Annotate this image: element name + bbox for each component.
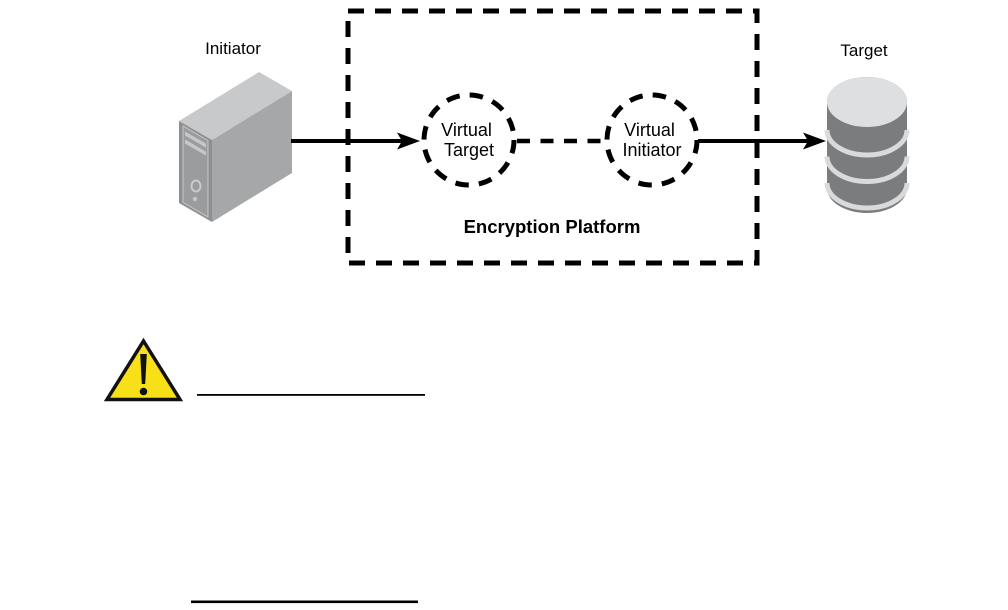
initiator-label: Initiator: [205, 39, 261, 58]
server-drive-slot: [185, 139, 206, 156]
server-side-face: [212, 91, 292, 222]
server-power-button: [190, 179, 202, 193]
encryption-platform-box: Encryption Platform: [345, 8, 760, 266]
server-front-panel: [182, 125, 209, 218]
virtual-initiator-circle: [604, 92, 700, 188]
virtual-target-node: Virtual Target: [421, 92, 517, 188]
storage-disk-band: [824, 182, 910, 211]
server-tower-icon: [179, 72, 292, 222]
arrowhead-icon: [803, 132, 826, 150]
underline-rule-top: [197, 394, 425, 396]
server-drive-slot: [185, 131, 206, 148]
virtual-target-circle: [421, 92, 517, 188]
arrowhead-icon: [397, 132, 420, 150]
virtual-initiator-node: Virtual Initiator: [604, 92, 700, 188]
storage-disk-band: [824, 129, 910, 158]
exclamation-bar: [140, 354, 147, 384]
exclamation-dot: [139, 387, 148, 396]
server-top-face: [179, 72, 292, 140]
storage-cylinder-icon: [824, 77, 910, 213]
storage-disk-band: [824, 156, 910, 184]
arrow-virtual-initiator-to-target: [698, 132, 826, 150]
target-label: Target: [840, 41, 888, 60]
storage-top-face: [827, 77, 907, 127]
underline-rule-bottom: [191, 600, 418, 604]
server-led-dot: [193, 197, 197, 201]
virtual-target-label: Virtual Target: [441, 120, 497, 160]
warning-triangle-icon: [103, 337, 184, 402]
encryption-platform-border: [345, 8, 760, 266]
virtual-initiator-label: Virtual Initiator: [622, 120, 681, 160]
encryption-platform-label: Encryption Platform: [464, 216, 641, 237]
arrow-initiator-to-virtual-target: [291, 132, 420, 150]
